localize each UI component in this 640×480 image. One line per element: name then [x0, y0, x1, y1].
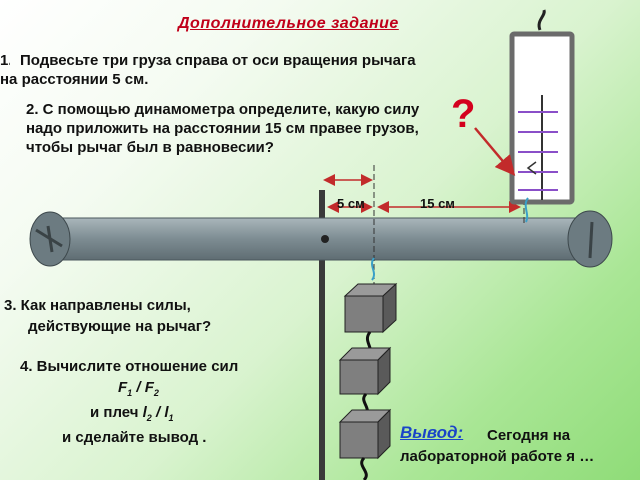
conclusion-text-line1: Сегодня на: [487, 427, 571, 444]
weight-hook: [371, 257, 375, 281]
item4-line1: 4. Вычислите отношение сил: [20, 358, 239, 375]
item1-line1: Подвесьте три груза справа от оси вращен…: [20, 52, 416, 69]
l1-symbol: l: [164, 404, 169, 421]
item3-line1: 3. Как направлены силы,: [4, 297, 191, 314]
distance-5cm-label: 5 см: [337, 196, 365, 211]
l2-subscript: 2: [146, 413, 152, 423]
weight-2: [338, 346, 392, 396]
question-mark: ?: [451, 92, 476, 136]
distance-15cm-label: 15 см: [420, 196, 455, 211]
support-stand: [319, 190, 325, 480]
f2-symbol: F: [144, 379, 154, 396]
arm-slash: /: [151, 404, 165, 421]
l2-symbol: l: [142, 404, 147, 421]
l1-subscript: 1: [168, 413, 174, 423]
item4-line4: и сделайте вывод .: [62, 429, 207, 446]
conclusion-text-line2: лабораторной работе я …: [400, 448, 595, 465]
item1-number: 1.: [0, 52, 10, 69]
f1-subscript: 1: [127, 388, 133, 398]
item3-line2: действующие на рычаг?: [28, 318, 212, 335]
lever-bar: [29, 210, 613, 268]
f2-subscript: 2: [153, 388, 159, 398]
weights-stack: [338, 282, 398, 480]
weight-1: [343, 282, 398, 334]
arms-prefix: и плеч: [90, 404, 143, 421]
pivot-point: [321, 235, 329, 243]
item4-arm-ratio: и плеч l2 / l1: [90, 403, 174, 428]
page-title: Дополнительное задание: [178, 15, 399, 32]
ratio-slash: /: [132, 379, 145, 396]
item1-line2: на расстоянии 5 см.: [0, 71, 149, 88]
dynamometer: [509, 9, 575, 223]
question-arrow: [474, 127, 516, 176]
weight-3: [338, 408, 392, 460]
conclusion-label: Вывод:: [400, 423, 464, 442]
f1-symbol: F: [118, 379, 128, 396]
item2-text: 2. С помощью динамометра определите, как…: [26, 101, 420, 156]
item4-force-ratio: F1 / F2: [118, 378, 159, 403]
